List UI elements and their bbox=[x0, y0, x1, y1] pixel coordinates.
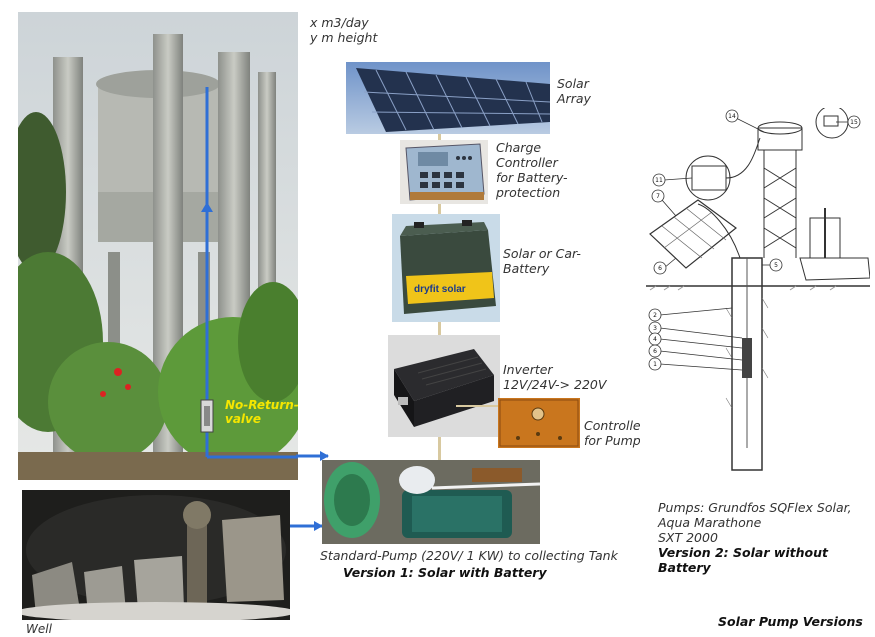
well-photo bbox=[22, 490, 290, 620]
standard-pump-caption: Standard-Pump (220V/ 1 KW) to collecting… bbox=[320, 548, 618, 563]
inverter-line-2: 12V/24V-> 220V bbox=[503, 377, 607, 392]
water-tower-photo bbox=[18, 12, 298, 480]
charge-controller-line-3: for Battery- bbox=[496, 170, 568, 185]
no-return-valve-label: No-Return- valve bbox=[225, 398, 299, 426]
timer-photo bbox=[498, 398, 580, 448]
callout-7: 7 bbox=[656, 193, 660, 200]
callout-6b: 6 bbox=[653, 348, 657, 355]
charge-controller-photo bbox=[400, 140, 488, 204]
callout-6a: 6 bbox=[658, 265, 662, 272]
charge-controller-line-4: protection bbox=[496, 185, 561, 200]
inverter-photo bbox=[388, 335, 500, 437]
solar-array-line-2: Array bbox=[557, 91, 591, 106]
timer-connector bbox=[456, 405, 500, 407]
capacity-line-2: y m height bbox=[310, 30, 378, 45]
version-2-label: Version 2: Solar without Battery bbox=[658, 545, 829, 575]
callout-2: 2 bbox=[653, 312, 657, 319]
callout-4: 4 bbox=[653, 336, 657, 343]
v2-pumps-line-2: Aqua Marathone bbox=[658, 515, 762, 530]
callout-5: 5 bbox=[774, 262, 778, 269]
capacity-label: x m3/day y m height bbox=[310, 15, 377, 45]
battery-line-2: Battery bbox=[503, 261, 550, 276]
charge-controller-label: Charge Controller for Battery- protectio… bbox=[496, 140, 568, 200]
inverter-label: Inverter 12V/24V-> 220V bbox=[503, 362, 606, 392]
solar-array-photo bbox=[346, 62, 550, 134]
version-1-label: Version 1: Solar with Battery bbox=[343, 565, 547, 580]
solar-pump-schematic: 14 15 11 7 6 5 2 3 4 6 1 bbox=[640, 108, 870, 473]
battery-brand: dryfit solar bbox=[414, 284, 466, 295]
solar-array-label: Solar Array bbox=[557, 76, 591, 106]
well-label: Well bbox=[26, 622, 52, 636]
standard-pump-photo bbox=[322, 460, 540, 544]
valve-line-2: valve bbox=[225, 412, 261, 426]
battery-photo: dryfit solar bbox=[392, 214, 500, 322]
callout-3: 3 bbox=[653, 325, 657, 332]
v2-pumps-line-3: SXT 2000 bbox=[658, 530, 718, 545]
callout-15: 15 bbox=[850, 119, 858, 126]
charge-controller-line-2: Controller bbox=[496, 155, 558, 170]
callout-1: 1 bbox=[653, 361, 657, 368]
charge-controller-line-1: Charge bbox=[496, 140, 542, 155]
battery-line-1: Solar or Car- bbox=[503, 246, 581, 261]
callout-14: 14 bbox=[728, 113, 736, 120]
capacity-line-1: x m3/day bbox=[310, 15, 369, 30]
callout-11: 11 bbox=[655, 177, 663, 184]
pipe-to-pump bbox=[296, 451, 329, 461]
diagram-title: Solar Pump Versions bbox=[718, 614, 863, 629]
solar-array-line-1: Solar bbox=[557, 76, 589, 91]
battery-label: Solar or Car- Battery bbox=[503, 246, 581, 276]
valve-line-1: No-Return- bbox=[225, 398, 299, 412]
inverter-line-1: Inverter bbox=[503, 362, 553, 377]
version-2-pumps: Pumps: Grundfos SQFlex Solar, Aqua Marat… bbox=[658, 500, 852, 545]
pipe-well-to-pump bbox=[290, 521, 323, 531]
v2-pumps-line-1: Pumps: Grundfos SQFlex Solar, bbox=[658, 500, 852, 515]
